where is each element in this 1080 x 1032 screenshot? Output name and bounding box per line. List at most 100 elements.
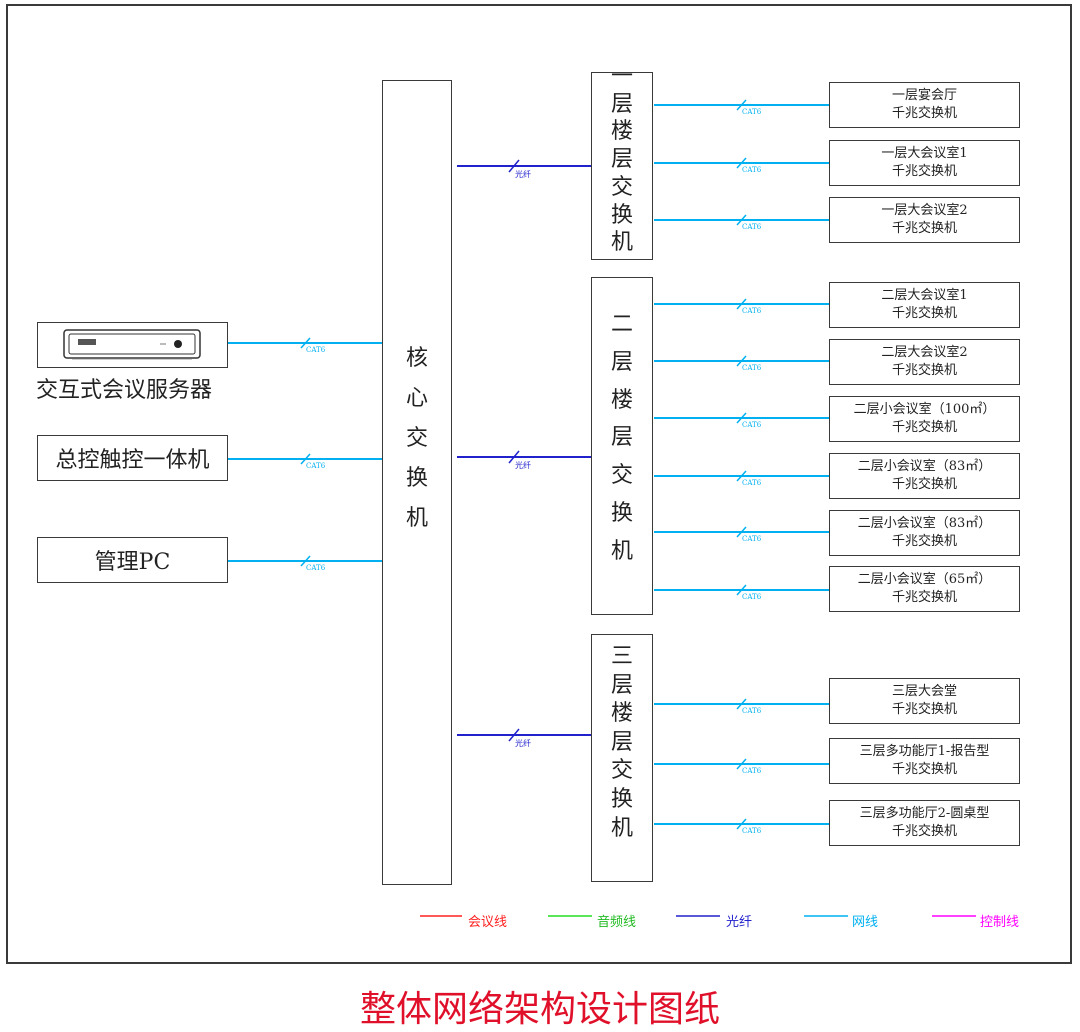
fiber-core-floor1: 光纤 <box>457 159 591 179</box>
floor-switch-char: 楼 <box>610 119 633 145</box>
cable-label: CAT6 <box>306 462 326 470</box>
diagram-title: 整体网络架构设计图纸 <box>359 989 720 1030</box>
floor-switch-char: 二 <box>610 312 633 337</box>
destination-name: 三层多功能厅2-圆桌型 <box>859 806 990 822</box>
floor-switch-char: 换 <box>610 786 633 812</box>
destination-switch: 二层小会议室（83㎡） 千兆交换机 <box>829 510 1020 556</box>
destination-type: 千兆交换机 <box>891 824 957 839</box>
cable-slash <box>736 355 747 367</box>
cable-slash <box>736 470 747 482</box>
cable-slash <box>736 526 747 538</box>
network-link: CAT6 <box>654 157 829 174</box>
destination-switch: 三层多功能厅2-圆桌型千兆交换机 <box>829 800 1020 846</box>
network-link: CAT6 <box>654 818 829 835</box>
destination-type: 千兆交换机 <box>891 221 957 236</box>
touch-panel-label: 总控触控一体机 <box>55 448 210 473</box>
core-switch-char: 心 <box>405 386 428 412</box>
touch-panel-box: 总控触控一体机 <box>37 435 228 481</box>
cable-label: CAT6 <box>742 421 762 429</box>
floor-switch-char: 层 <box>610 729 633 755</box>
legend-label: 光纤 <box>726 915 753 930</box>
cable-label: CAT6 <box>742 593 762 601</box>
floor-switch-char: 层 <box>610 91 633 117</box>
destination-name: 二层小会议室（83㎡） <box>857 459 992 475</box>
floor-switch-char: 楼 <box>610 387 633 413</box>
cable-label: CAT6 <box>742 364 762 372</box>
destination-switch: 二层小会议室（65㎡）千兆交换机 <box>829 566 1020 612</box>
legend-label: 音频线 <box>597 915 637 930</box>
destination-switch: 一层大会议室2 千兆交换机 <box>829 197 1020 243</box>
server-label: 交互式会议服务器 <box>36 378 213 403</box>
cable-label: CAT6 <box>742 108 762 116</box>
network-link: CAT6 <box>654 526 829 543</box>
destination-type: 千兆交换机 <box>891 363 957 378</box>
floor-switch-char: 机 <box>610 815 633 841</box>
floor-switch-char: 交 <box>610 758 633 784</box>
cable-label: CAT6 <box>742 166 762 174</box>
destination-name: 二层小会议室（83㎡） <box>857 516 992 532</box>
server-device-box <box>37 322 228 368</box>
network-link: CAT6 <box>654 470 829 487</box>
destination-switch: 三层大会堂千兆交换机 <box>829 678 1020 724</box>
destination-switch: 二层小会议室（83㎡） 千兆交换机 <box>829 453 1020 499</box>
core-switch-char: 交 <box>405 426 428 452</box>
floor2-switch: 二 层 楼 层 交 换 机 <box>591 277 653 615</box>
legend-label: 控制线 <box>980 915 1020 930</box>
floor-switch-char: 层 <box>610 672 633 698</box>
floor-switch-char: 换 <box>610 501 633 527</box>
floor-switch-char: 交 <box>610 463 633 489</box>
cable-label: CAT6 <box>306 564 326 572</box>
cable-label: CAT6 <box>742 707 762 715</box>
destination-name: 二层小会议室（65㎡） <box>857 572 992 588</box>
destination-name: 二层小会议室（100㎡） <box>853 402 996 418</box>
destination-type: 千兆交换机 <box>891 106 957 121</box>
floor1-switch: 一 层 楼 层 交 换 机 <box>591 72 653 260</box>
floor-switch-char: 三 <box>610 644 633 669</box>
link-server-core: CAT6 <box>228 337 382 354</box>
management-pc-label: 管理PC <box>94 550 171 575</box>
link-touch-core: CAT6 <box>228 453 382 470</box>
core-switch: 核 心 交 换 机 <box>382 80 452 885</box>
destination-name: 一层宴会厅 <box>891 88 957 104</box>
cable-slash <box>736 214 747 226</box>
cable-slash <box>736 99 747 111</box>
destination-type: 千兆交换机 <box>891 164 957 179</box>
diagram-frame <box>6 4 1072 964</box>
destination-type: 千兆交换机 <box>891 534 957 549</box>
floor-switch-char: 层 <box>610 425 633 451</box>
floor-switch-char: 一 <box>610 72 633 89</box>
core-switch-char: 核 <box>405 346 428 371</box>
destination-type: 千兆交换机 <box>891 702 957 717</box>
cable-label: 光纤 <box>515 738 531 748</box>
network-link: CAT6 <box>654 698 829 715</box>
network-link: CAT6 <box>654 214 829 231</box>
cable-slash <box>736 698 747 710</box>
cable-label: CAT6 <box>742 827 762 835</box>
destination-switch: 一层宴会厅千兆交换机 <box>829 82 1020 128</box>
network-link: CAT6 <box>654 584 829 601</box>
floor-switch-char: 层 <box>610 147 633 173</box>
network-link: CAT6 <box>654 355 829 372</box>
destination-name: 二层大会议室2 <box>881 345 968 361</box>
destination-name: 一层大会议室2 <box>881 203 968 219</box>
destination-type: 千兆交换机 <box>891 477 957 492</box>
floor-switch-char: 交 <box>610 174 633 200</box>
cable-label: 光纤 <box>515 169 531 179</box>
cable-label: 光纤 <box>515 460 531 470</box>
cable-label: CAT6 <box>742 223 762 231</box>
floor3-switch: 三 层 楼 层 交 换 机 <box>591 634 653 882</box>
floor-switch-char: 层 <box>610 349 633 375</box>
cable-slash <box>736 412 747 424</box>
cable-label: CAT6 <box>742 535 762 543</box>
management-pc-box: 管理PC <box>37 537 228 583</box>
floor-switch-char: 换 <box>610 202 633 228</box>
destination-name: 一层大会议室1 <box>881 146 968 162</box>
cable-slash <box>736 298 747 310</box>
cable-slash <box>736 758 747 770</box>
destination-switch: 三层多功能厅1-报告型千兆交换机 <box>829 738 1020 784</box>
destination-links: CAT6CAT6CAT6CAT6CAT6CAT6CAT6CAT6CAT6CAT6… <box>654 99 829 835</box>
floor-switch-char: 楼 <box>610 701 633 727</box>
link-pc-core: CAT6 <box>228 555 382 572</box>
cable-label: CAT6 <box>742 767 762 775</box>
